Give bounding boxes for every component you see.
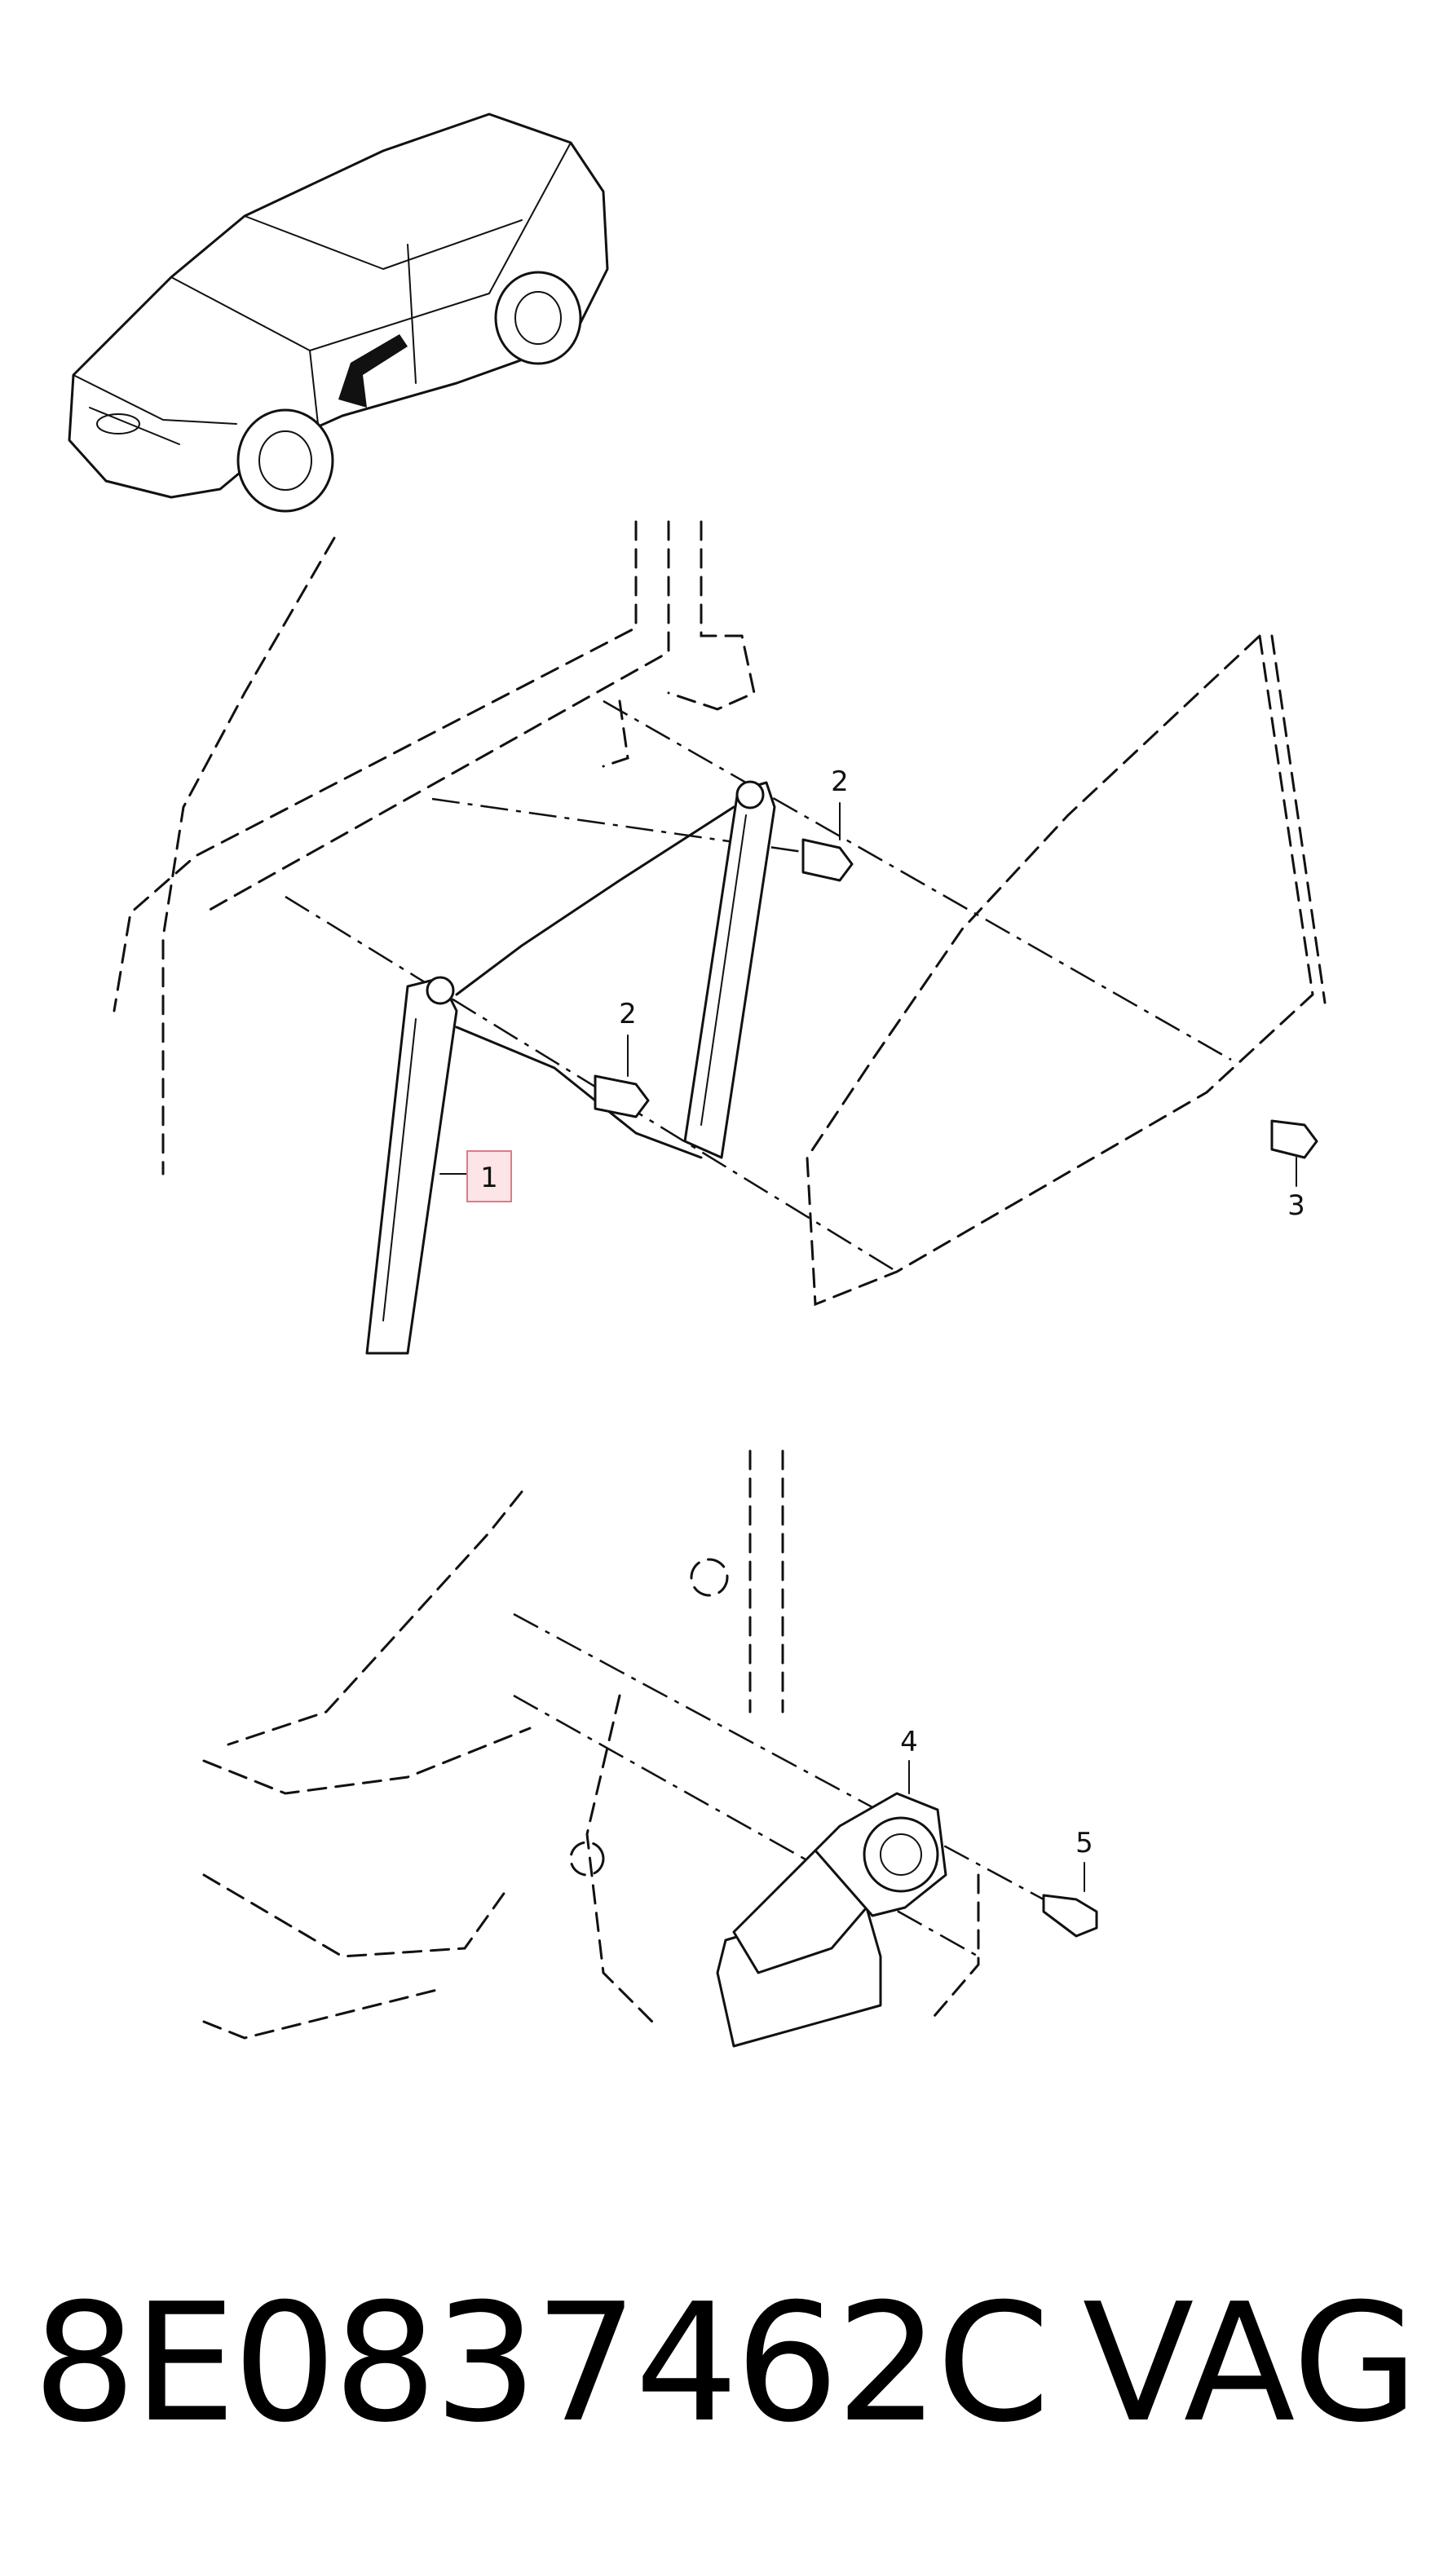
callout-3: 3 <box>1287 1189 1305 1222</box>
part-number-bar: 8E0837462C VAG <box>33 2274 1419 2454</box>
callout-label: 1 <box>480 1162 498 1194</box>
callout-2-upper: 2 <box>831 765 849 798</box>
callout-5: 5 <box>1075 1827 1093 1859</box>
part-number: 8E0837462C <box>33 2269 1050 2459</box>
manufacturer-name: VAG <box>1082 2269 1419 2459</box>
callout-1: 1 <box>466 1150 512 1202</box>
callout-4: 4 <box>900 1726 918 1758</box>
car-illustration <box>68 112 609 513</box>
motor-section <box>202 1449 1098 2048</box>
window-regulator-section <box>113 520 1327 1355</box>
callout-2-lower: 2 <box>619 998 637 1030</box>
